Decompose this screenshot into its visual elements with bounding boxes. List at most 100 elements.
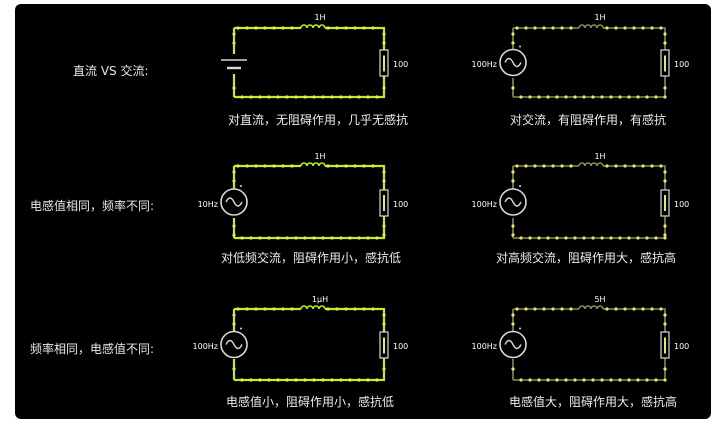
current-dot <box>659 307 663 311</box>
current-dot <box>348 236 352 240</box>
current-dot <box>650 26 654 30</box>
current-dot <box>339 378 343 382</box>
current-dot <box>636 378 640 382</box>
current-dot <box>659 26 663 30</box>
current-dot <box>650 164 654 168</box>
current-dot <box>627 378 631 382</box>
current-dot <box>555 236 559 240</box>
current-dot <box>290 307 294 311</box>
current-dot <box>232 224 236 228</box>
current-dot <box>258 378 262 382</box>
wire-dots <box>232 164 386 240</box>
current-dot <box>573 236 577 240</box>
current-dot <box>645 236 649 240</box>
current-dot <box>348 95 352 99</box>
current-dot <box>641 26 645 30</box>
current-dot <box>591 236 595 240</box>
current-dot <box>515 307 519 311</box>
current-dot <box>281 164 285 168</box>
current-dot <box>330 95 334 99</box>
circuit-ac-100hz-1h: 100Hz 1H 100 <box>472 13 689 99</box>
current-dot <box>511 179 515 183</box>
current-dot <box>353 164 357 168</box>
inductor-label: 1μH <box>312 295 328 304</box>
current-dot <box>240 95 244 99</box>
current-dot <box>303 378 307 382</box>
current-dot <box>537 378 541 382</box>
current-dot <box>232 367 236 371</box>
current-dot <box>663 41 667 45</box>
current-dot <box>533 307 537 311</box>
current-dot <box>659 164 663 168</box>
current-dot <box>609 378 613 382</box>
current-dot <box>285 236 289 240</box>
current-dot <box>569 307 573 311</box>
circuit-dc: 1H 100 <box>220 13 408 99</box>
current-dot <box>272 26 276 30</box>
current-dot <box>326 164 330 168</box>
current-dot <box>663 32 667 36</box>
current-dot <box>263 164 267 168</box>
current-dot <box>636 95 640 99</box>
current-dot <box>618 95 622 99</box>
current-dot <box>641 164 645 168</box>
diagram-panel: 直流 VS 交流: 电感值相同，频率不同: 频率相同，电感值不同: 对直流，无阻… <box>15 4 711 419</box>
current-dot <box>551 307 555 311</box>
wire-bottom <box>234 76 386 99</box>
current-dot <box>382 41 386 45</box>
current-dot <box>382 179 386 183</box>
source-label: 100Hz <box>472 60 497 69</box>
current-dot <box>249 378 253 382</box>
current-dot <box>254 307 258 311</box>
current-dot <box>254 164 258 168</box>
source-label: 100Hz <box>472 200 497 209</box>
current-dot <box>605 26 609 30</box>
current-dot <box>371 307 375 311</box>
row-label-dc-vs-ac: 直流 VS 交流: <box>73 64 149 78</box>
current-dot <box>511 322 515 326</box>
current-dot <box>546 95 550 99</box>
source-label: 100Hz <box>472 342 497 351</box>
current-dot <box>326 307 330 311</box>
current-dot <box>511 233 515 237</box>
current-dot <box>285 378 289 382</box>
current-dot <box>650 307 654 311</box>
current-dot <box>511 86 515 90</box>
caption-dc-circuit: 对直流，无阻碍作用，几乎无感抗 <box>227 113 409 127</box>
current-dot <box>240 236 244 240</box>
current-dot <box>564 95 568 99</box>
current-dot <box>362 307 366 311</box>
current-dot <box>533 26 537 30</box>
circuit-ac-10hz-1h: 10Hz 1H 100 <box>198 152 408 240</box>
current-dot <box>542 307 546 311</box>
current-dot <box>654 378 658 382</box>
current-dot <box>362 26 366 30</box>
current-dot <box>654 95 658 99</box>
current-dot <box>663 378 667 382</box>
current-dot <box>663 233 667 237</box>
current-dot <box>267 236 271 240</box>
current-dot <box>537 236 541 240</box>
current-dot <box>254 26 258 30</box>
current-dot <box>375 378 379 382</box>
current-dot <box>605 307 609 311</box>
dc-battery-symbol <box>220 54 248 74</box>
current-dot <box>232 233 236 237</box>
current-dot <box>249 236 253 240</box>
inductor-symbol <box>300 305 326 313</box>
current-dot <box>232 86 236 90</box>
caption-ac-100hz-1h: 对交流，有阻碍作用，有感抗 <box>509 113 667 127</box>
current-dot <box>573 95 577 99</box>
current-dot <box>330 236 334 240</box>
current-dot <box>375 95 379 99</box>
circuit-ac-100hz-1h-high: 100Hz 1H 100 <box>472 152 689 240</box>
current-dot <box>519 95 523 99</box>
current-dot <box>564 236 568 240</box>
inductor-label: 1H <box>314 152 325 161</box>
current-dot <box>290 164 294 168</box>
wire-dots <box>232 26 386 99</box>
current-dot <box>663 367 667 371</box>
current-dot <box>560 307 564 311</box>
current-dot <box>609 95 613 99</box>
